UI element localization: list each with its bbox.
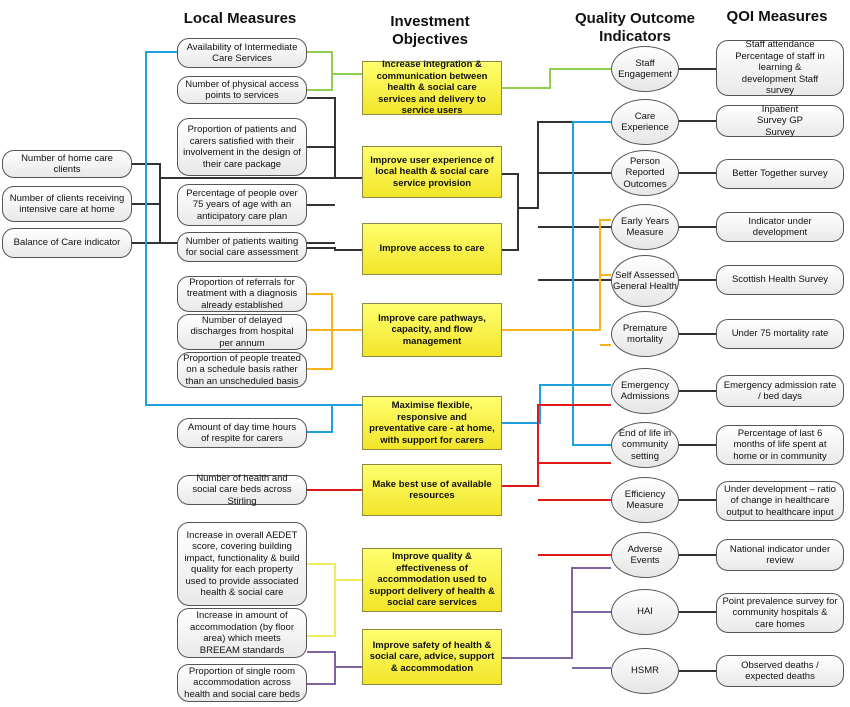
outcome-person-reported: Person Reported Outcomes (611, 150, 679, 196)
local-measure-physical-access-points: Number of physical access points to serv… (177, 76, 307, 104)
left-measure-home-care-clients: Number of home care clients (2, 150, 132, 178)
outcome-emergency-admissions: Emergency Admissions (611, 368, 679, 414)
objective-safety-health-care: Improve safety of health & social care, … (362, 629, 502, 685)
left-measure-intensive-care-clients: Number of clients receiving intensive ca… (2, 186, 132, 222)
left-measure-balance-of-care: Balance of Care indicator (2, 228, 132, 258)
outcome-early-years: Early Years Measure (611, 204, 679, 250)
local-measure-patient-carer-satisfaction: Proportion of patients and carers satisf… (177, 118, 307, 176)
objective-user-experience: Improve user experience of local health … (362, 146, 502, 198)
qoi-last-6-months-community: Percentage of last 6 months of life spen… (716, 425, 844, 465)
outcome-adverse-events: Adverse Events (611, 532, 679, 578)
local-measure-single-room-accommodation: Proportion of single room accommodation … (177, 664, 307, 702)
header-qoi-measures: QOI Measures (726, 8, 828, 25)
local-measure-delayed-discharges: Number of delayed discharges from hospit… (177, 314, 307, 350)
local-measure-referrals-diagnosis: Proportion of referrals for treatment wi… (177, 276, 307, 312)
outcome-end-of-life: End of life in community setting (611, 422, 679, 468)
qoi-observed-expected-deaths: Observed deaths / expected deaths (716, 655, 844, 687)
objective-care-pathways: Improve care pathways, capacity, and flo… (362, 303, 502, 357)
outcome-hsmr: HSMR (611, 648, 679, 694)
outcome-efficiency: Efficiency Measure (611, 477, 679, 523)
local-measure-anticipatory-care-plan: Percentage of people over 75 years of ag… (177, 184, 307, 226)
outcome-hai: HAI (611, 589, 679, 635)
qoi-staff-attendance: Staff attendance Percentage of staff in … (716, 39, 844, 96)
local-measure-intermediate-care: Availability of Intermediate Care Servic… (177, 38, 307, 68)
local-measure-scheduled-treatment: Proportion of people treated on a schedu… (177, 352, 307, 388)
header-quality-outcome-indicators: Quality Outcome Indicators (574, 10, 696, 45)
qoi-point-prevalence-survey: Point prevalence survey for community ho… (716, 593, 844, 633)
qoi-emergency-admission-rate: Emergency admission rate / bed days (716, 375, 844, 407)
qoi-scottish-health-survey: Scottish Health Survey (716, 265, 844, 295)
qoi-better-together-survey: Better Together survey (716, 159, 844, 189)
local-measure-waiting-social-care: Number of patients waiting for social ca… (177, 232, 307, 262)
objective-flexible-preventative-care: Maximise flexible, responsive and preven… (362, 396, 502, 450)
qoi-healthcare-output-ratio: Under development – ratio of change in h… (716, 481, 844, 521)
outcome-care-experience: Care Experience (611, 99, 679, 145)
qoi-under-75-mortality: Under 75 mortality rate (716, 319, 844, 349)
local-measure-breeam-accommodation: Increase in amount of accommodation (by … (177, 608, 307, 658)
outcome-staff-engagement: Staff Engagement (611, 46, 679, 92)
objective-integration-communication: Increase integration & communication bet… (362, 59, 502, 116)
outcome-self-assessed-health: Self Assessed General Health (611, 255, 679, 307)
qoi-inpatient-gp-survey: Inpatient Survey GP Survey (716, 104, 844, 138)
header-investment-objectives: Investment Objectives (390, 13, 470, 48)
objective-best-use-resources: Make best use of available resources (362, 464, 502, 516)
objective-quality-accommodation: Improve quality & effectiveness of accom… (362, 548, 502, 612)
objective-access-to-care: Improve access to care (362, 223, 502, 275)
outcome-premature-mortality: Premature mortality (611, 311, 679, 357)
local-measure-respite-hours: Amount of day time hours of respite for … (177, 418, 307, 448)
local-measure-beds-stirling: Number of health and social care beds ac… (177, 473, 307, 507)
header-local-measures: Local Measures (183, 10, 297, 27)
local-measure-aedet-score: Increase in overall AEDET score, coverin… (177, 522, 307, 606)
qoi-national-indicator-review: National indicator under review (716, 539, 844, 571)
qoi-indicator-under-development: Indicator under development (716, 212, 844, 242)
